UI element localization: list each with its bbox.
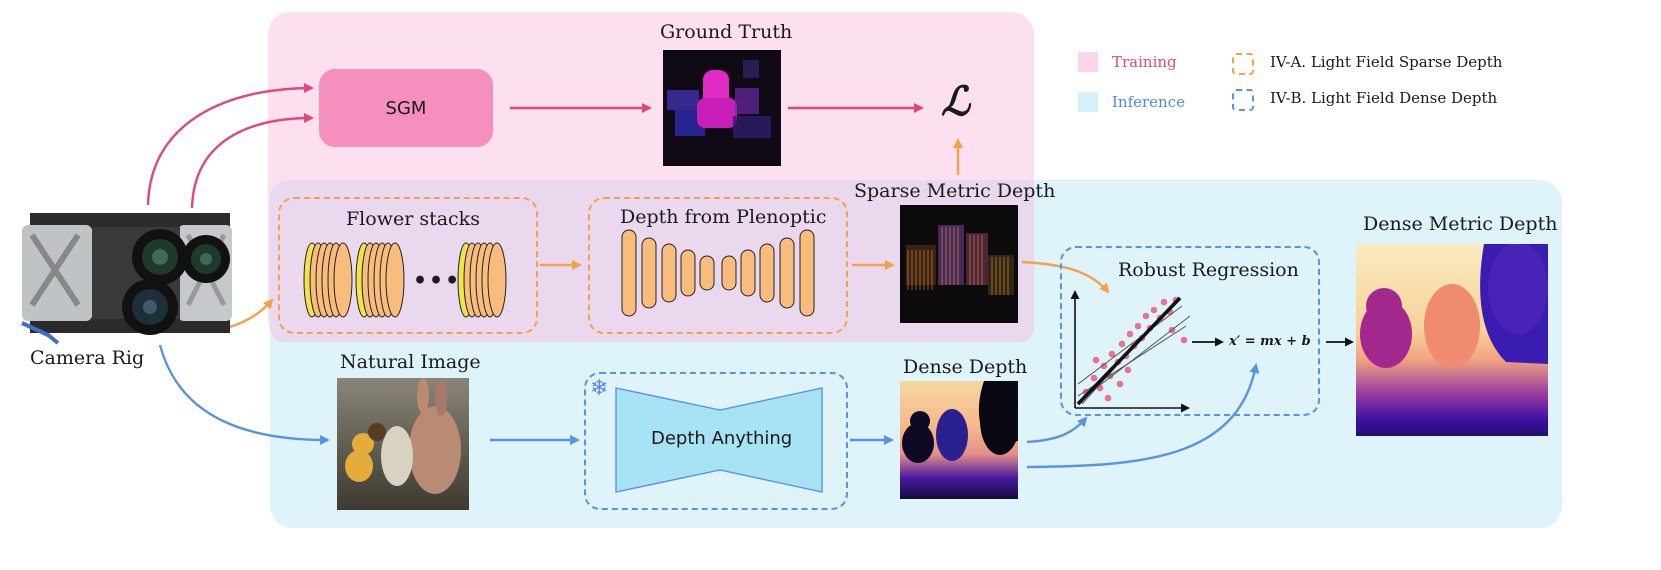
legend-dense-swatch xyxy=(1232,89,1254,111)
dense-metric-depth-label: Dense Metric Depth xyxy=(1363,213,1558,235)
plenoptic-label: Depth from Plenoptic xyxy=(620,206,827,228)
robust-regression-label: Robust Regression xyxy=(1118,259,1299,281)
loss-symbol: ℒ xyxy=(941,78,970,125)
dense-depth-label: Dense Depth xyxy=(903,356,1028,378)
arrow-dense-to-equation xyxy=(1026,363,1260,469)
arrow-sparse-to-regression xyxy=(1021,260,1110,294)
legend-training-label: Training xyxy=(1112,53,1177,71)
ground-truth-image xyxy=(663,50,781,166)
legend-dense-label: IV-B. Light Field Dense Depth xyxy=(1270,89,1498,107)
arrow-rig-to-natural xyxy=(158,344,330,445)
camera-rig-image xyxy=(18,205,236,347)
arrow-rig-to-sgm-2 xyxy=(190,113,314,209)
sgm-box: SGM xyxy=(319,69,493,147)
legend-training-swatch xyxy=(1078,52,1098,72)
legend-sparse-label: IV-A. Light Field Sparse Depth xyxy=(1270,53,1503,71)
sparse-metric-depth-label: Sparse Metric Depth xyxy=(854,180,1056,202)
flower-stacks-label: Flower stacks xyxy=(346,208,480,230)
ground-truth-label: Ground Truth xyxy=(660,21,793,43)
snowflake-icon: ❄ xyxy=(590,376,609,401)
sgm-label: SGM xyxy=(385,97,427,119)
arrow-rig-to-sgm-1 xyxy=(146,83,314,206)
dense-metric-depth-image xyxy=(1356,244,1548,436)
legend-sparse-swatch xyxy=(1232,53,1254,75)
legend-inference-swatch xyxy=(1078,92,1098,112)
flower-stacks-ellipsis: ••• xyxy=(413,268,462,294)
plenoptic-box xyxy=(588,197,848,334)
regression-equation: x′ = mx + b xyxy=(1229,334,1311,349)
dense-depth-image xyxy=(900,381,1018,499)
natural-image xyxy=(337,378,469,510)
sparse-metric-depth-image xyxy=(900,205,1018,323)
arrow-dense-to-regression xyxy=(1026,416,1088,444)
depth-anything-box xyxy=(584,372,848,510)
flower-stacks-box xyxy=(278,197,538,334)
depth-anything-label: Depth Anything xyxy=(651,428,793,449)
legend-inference-label: Inference xyxy=(1112,93,1186,111)
robust-regression-box xyxy=(1060,246,1320,416)
natural-image-label: Natural Image xyxy=(340,351,481,373)
camera-rig-label: Camera Rig xyxy=(30,347,145,369)
